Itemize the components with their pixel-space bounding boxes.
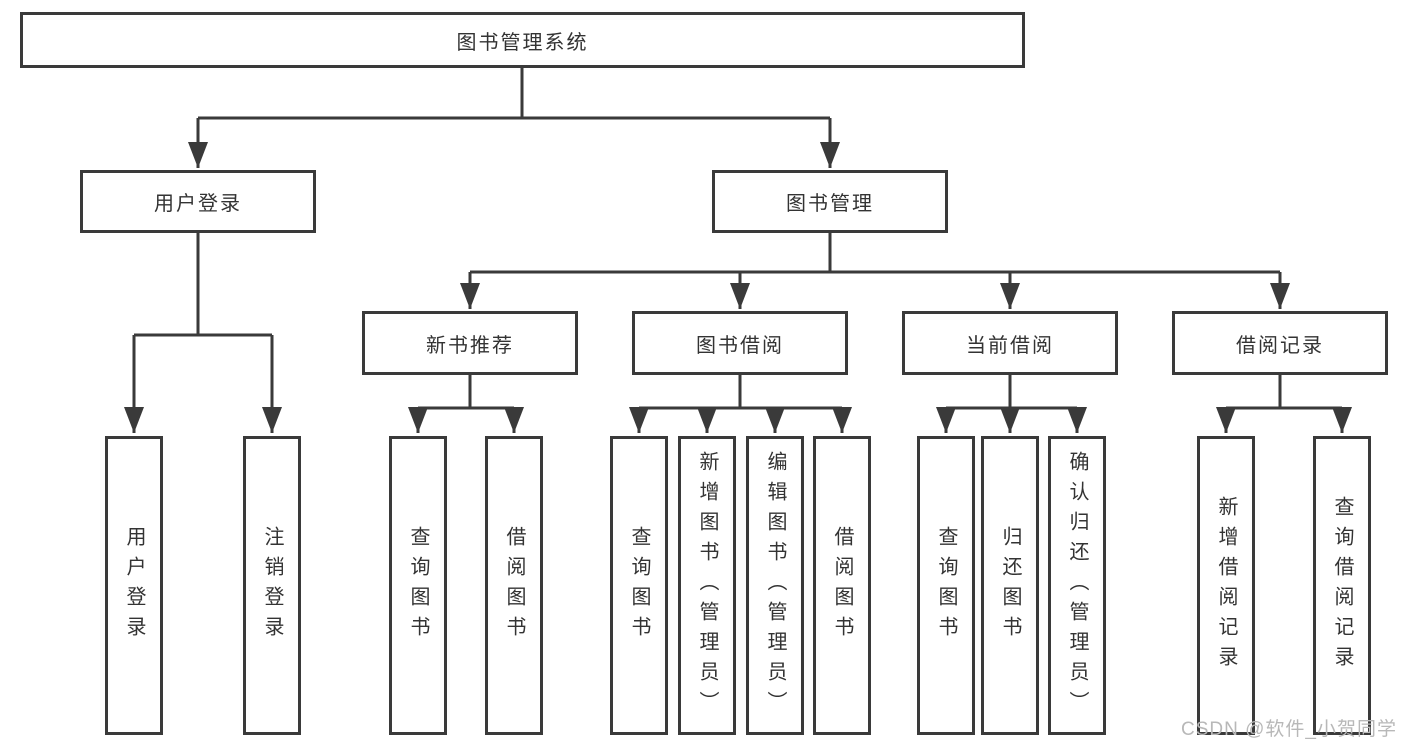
watermark-text: CSDN @软件_小贺同学: [1181, 719, 1397, 740]
node-book-borrowing-label: 图书借阅: [696, 334, 784, 357]
node-borrowing-records: 借阅记录: [1172, 311, 1388, 375]
leaf-return-book: 归还图书: [981, 436, 1039, 735]
node-new-book-recommendation-label: 新书推荐: [426, 334, 514, 357]
leaf-add-borrow-record: 新增借阅记录: [1197, 436, 1255, 735]
leaf-edit-book-admin-label: 编辑图书（管理员）: [764, 450, 786, 721]
leaf-edit-book-admin: 编辑图书（管理员）: [746, 436, 804, 735]
leaf-query-books-current: 查询图书: [917, 436, 975, 735]
leaf-add-book-admin: 新增图书（管理员）: [678, 436, 736, 735]
leaf-confirm-return-admin-label: 确认归还（管理员）: [1066, 450, 1088, 721]
leaf-confirm-return-admin: 确认归还（管理员）: [1048, 436, 1106, 735]
leaf-borrow-books-borrowing-label: 借阅图书: [831, 525, 853, 646]
leaf-user-login-label: 用户登录: [123, 525, 145, 646]
node-new-book-recommendation: 新书推荐: [362, 311, 578, 375]
node-system-root-label: 图书管理系统: [456, 31, 589, 54]
leaf-return-book-label: 归还图书: [999, 525, 1021, 646]
leaf-borrow-books-recommend: 借阅图书: [485, 436, 543, 735]
node-book-management: 图书管理: [712, 170, 948, 233]
node-current-borrowing-label: 当前借阅: [966, 334, 1054, 357]
node-user-login: 用户登录: [80, 170, 316, 233]
leaf-logout: 注销登录: [243, 436, 301, 735]
leaf-add-borrow-record-label: 新增借阅记录: [1215, 495, 1237, 676]
leaf-query-borrow-record: 查询借阅记录: [1313, 436, 1371, 735]
node-user-login-label: 用户登录: [154, 193, 242, 215]
leaf-query-books-recommend-label: 查询图书: [407, 525, 429, 646]
leaf-query-books-current-label: 查询图书: [935, 525, 957, 646]
node-book-management-label: 图书管理: [786, 193, 874, 215]
node-book-borrowing: 图书借阅: [632, 311, 848, 375]
leaf-user-login: 用户登录: [105, 436, 163, 735]
node-current-borrowing: 当前借阅: [902, 311, 1118, 375]
leaf-query-books-borrowing: 查询图书: [610, 436, 668, 735]
leaf-borrow-books-recommend-label: 借阅图书: [503, 525, 525, 646]
leaf-borrow-books-borrowing: 借阅图书: [813, 436, 871, 735]
node-borrowing-records-label: 借阅记录: [1236, 334, 1324, 357]
leaf-query-borrow-record-label: 查询借阅记录: [1331, 495, 1353, 676]
leaf-logout-label: 注销登录: [261, 525, 283, 646]
leaf-add-book-admin-label: 新增图书（管理员）: [696, 450, 718, 721]
node-system-root: 图书管理系统: [20, 12, 1025, 68]
leaf-query-books-recommend: 查询图书: [389, 436, 447, 735]
leaf-query-books-borrowing-label: 查询图书: [628, 525, 650, 646]
